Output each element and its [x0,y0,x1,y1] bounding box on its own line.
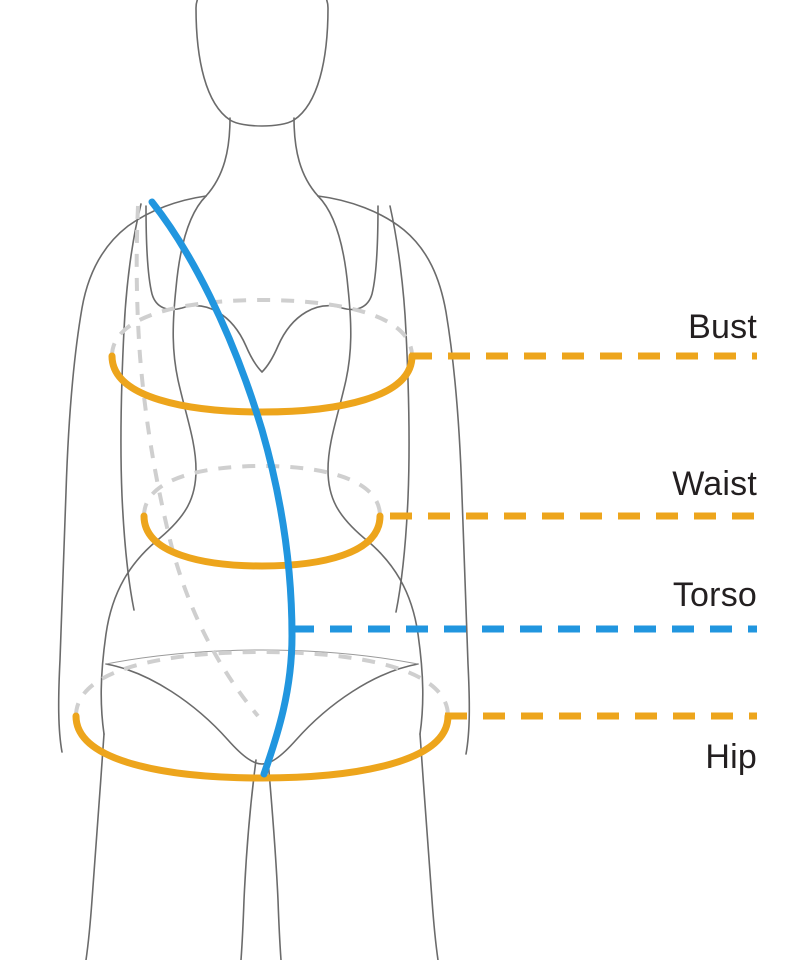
right-arm-inner-outline [389,205,410,613]
waist-band [140,512,384,570]
bust-band [108,352,416,416]
bust-back-guide [110,297,414,357]
right-leg-outline [419,733,439,960]
left-arm-inner-outline [120,203,142,611]
label-waist: Waist [672,465,757,503]
body-outline-group [57,0,471,960]
leader-lines-group [292,352,757,720]
label-hip: Hip [705,738,757,776]
torso-right-outline [317,195,424,735]
waist-back-guide [142,463,382,517]
briefs-outline [105,663,419,765]
bodice-outline [145,205,379,373]
left-leg-inner-outline [240,759,257,960]
side-seam-guide [134,205,260,718]
guide-lines-group [74,205,450,718]
head-outline [195,0,329,127]
right-leg-inner-outline [267,759,282,960]
label-bust: Bust [688,308,757,346]
hip-band [72,712,452,782]
hip-back-guide [74,649,450,717]
right-arm-outline [317,195,471,755]
torso-left-outline [100,195,207,735]
neck-outline-right [293,117,319,197]
torso-curve [148,198,296,778]
left-arm-outline [57,195,207,753]
left-leg-outline [85,733,105,960]
neck-outline [205,117,231,197]
label-torso: Torso [673,576,757,614]
briefs-waistband [105,649,419,665]
